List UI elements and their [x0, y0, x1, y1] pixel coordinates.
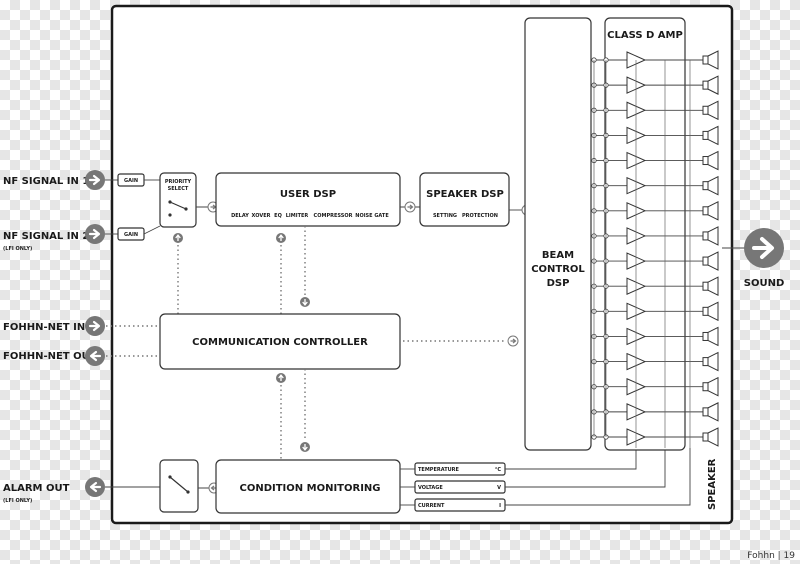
switch-icon [168, 475, 190, 494]
beam-control-label-2: CONTROL [531, 264, 585, 275]
down-arrow-icon [299, 296, 311, 308]
condition-monitoring-label: CONDITION MONITORING [240, 483, 381, 494]
speaker-icon [702, 402, 719, 422]
speaker-icon [702, 276, 719, 297]
class-d-amp-label: CLASS D AMP [607, 30, 683, 41]
sensor-temperature-label: TEMPERATURE [418, 467, 460, 473]
speaker-icon [702, 200, 719, 221]
alarm-relay-block [159, 459, 199, 513]
amp-channel [591, 402, 719, 422]
beam-control-label-1: BEAM [542, 250, 574, 261]
fohhn-net-in-label: FOHHN-NET IN [3, 322, 85, 333]
speaker-icon [702, 150, 719, 171]
user-dsp-block: USER DSP DELAY XOVER EQ LIMITER COMPRESS… [215, 172, 401, 227]
sensor-voltage-label: VOLTAGE [418, 485, 443, 491]
fohhn-net-out-label: FOHHN-NET OUT [3, 351, 97, 362]
communication-controller-label: COMMUNICATION CONTROLLER [192, 337, 368, 348]
condition-monitoring-block: CONDITION MONITORING [215, 459, 401, 514]
alarm-out-label: ALARM OUT [3, 483, 70, 494]
down-arrow-icon [299, 441, 311, 453]
amp-channel [591, 75, 719, 95]
footer-brand: Fohhn [747, 551, 774, 561]
user-dsp-item-eq: EQ [274, 213, 282, 219]
gain-block-1: GAIN [117, 173, 145, 187]
priority-select-block: PRIORITY SELECT [159, 172, 197, 228]
input-arrow-icon [83, 314, 107, 338]
speaker-icon [702, 326, 719, 347]
speaker-dsp-item-protection: PROTECTION [462, 213, 498, 219]
speaker-icon [702, 427, 719, 447]
sensor-current: CURRENT I [414, 498, 506, 512]
amp-channel [591, 125, 719, 146]
nf-signal-in-2: NF SIGNAL IN 2 (LFI ONLY) [3, 222, 118, 252]
sound-label: SOUND [744, 278, 785, 289]
speaker-icon [702, 175, 719, 196]
amp-channel [591, 301, 719, 322]
gain-label: GAIN [124, 232, 138, 238]
speaker-icon [702, 100, 719, 121]
sensor-voltage: VOLTAGE V [414, 480, 506, 494]
footer-separator: | [775, 551, 784, 561]
alarm-out-note: (LFI ONLY) [3, 498, 32, 504]
gain-label: GAIN [124, 178, 138, 184]
sensor-temperature: TEMPERATURE °C [414, 462, 506, 476]
alarm-out: ALARM OUT (LFI ONLY) [3, 475, 160, 504]
sensor-current-label: CURRENT [418, 503, 445, 509]
amp-channel [591, 427, 719, 447]
gain-block-2: GAIN [117, 227, 145, 241]
speaker-dsp-block: SPEAKER DSP SETTING PROTECTION [419, 172, 510, 227]
speaker-icon [702, 376, 719, 397]
beam-control-dsp-block: BEAM CONTROL DSP [524, 17, 592, 451]
user-dsp-item-delay: DELAY [231, 213, 249, 219]
nf-signal-in-2-label: NF SIGNAL IN 2 [3, 231, 89, 242]
sound-arrow-icon [744, 228, 784, 268]
footer-page: Fohhn | 19 [747, 551, 795, 561]
speaker-dsp-item-setting: SETTING [433, 213, 457, 219]
output-arrow-icon [83, 475, 107, 499]
user-dsp-item-compressor: COMPRESSOR [314, 213, 353, 219]
amp-channels [591, 50, 719, 448]
priority-select-label-1: PRIORITY [165, 179, 192, 185]
fohhn-net-in: FOHHN-NET IN [3, 314, 160, 338]
user-dsp-item-noise-gate: NOISE GATE [355, 213, 389, 219]
output-arrow-icon [83, 344, 107, 368]
right-arrow-icon [507, 335, 519, 347]
up-arrow-icon [275, 372, 287, 384]
class-d-amp-block: CLASS D AMP [604, 17, 686, 451]
user-dsp-item-limiter: LIMITER [286, 213, 309, 219]
sensor-voltage-unit: V [497, 485, 501, 491]
up-arrow-icon [172, 232, 184, 244]
speaker-icon [702, 301, 719, 322]
priority-select-label-2: SELECT [168, 186, 189, 192]
input-arrow-icon [83, 222, 107, 246]
fohhn-net-out: FOHHN-NET OUT [3, 344, 160, 368]
amp-channel [591, 50, 719, 70]
speaker-dsp-title: SPEAKER DSP [426, 189, 504, 200]
beam-control-label-3: DSP [547, 278, 570, 289]
speaker-icon [702, 351, 719, 372]
sound-output: SOUND [744, 228, 785, 289]
right-arrow-icon [404, 201, 416, 213]
speaker-icon [702, 226, 719, 246]
speaker-icon [702, 251, 719, 271]
communication-controller-block: COMMUNICATION CONTROLLER [159, 313, 401, 370]
sensor-current-unit: I [499, 503, 501, 509]
up-arrow-icon [275, 232, 287, 244]
nf-signal-in-2-note: (LFI ONLY) [3, 246, 32, 252]
speaker-icon [702, 50, 719, 70]
nf-signal-in-1: NF SIGNAL IN 1 [3, 168, 118, 192]
input-arrow-icon [83, 168, 107, 192]
switch-icon [168, 200, 188, 217]
user-dsp-item-xover: XOVER [252, 213, 271, 219]
sensor-temperature-unit: °C [495, 467, 502, 473]
user-dsp-title: USER DSP [280, 189, 336, 200]
nf-signal-in-1-label: NF SIGNAL IN 1 [3, 176, 89, 187]
amp-channel [591, 150, 719, 171]
footer-page-number: 19 [784, 551, 796, 561]
speaker-label: SPEAKER [707, 458, 718, 510]
speaker-icon [702, 125, 719, 146]
speaker-icon [702, 75, 719, 95]
